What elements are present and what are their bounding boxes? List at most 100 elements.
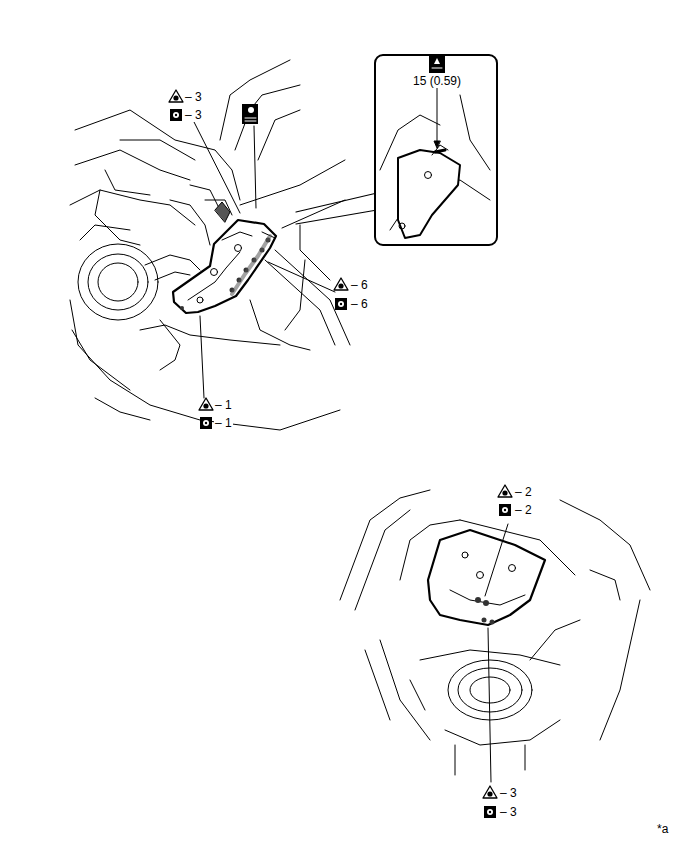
line-art [169, 90, 183, 102]
line-art [180, 306, 184, 310]
callout-number: – 3 [184, 90, 203, 104]
line-art [475, 597, 481, 603]
callout-number: – 3 [499, 786, 518, 800]
callout-number: – 2 [514, 485, 533, 499]
callout-number: – 1 [214, 398, 233, 412]
callout-number: – 3 [184, 108, 203, 122]
line-art [200, 417, 212, 429]
line-art [600, 600, 640, 740]
callout-number: – 1 [214, 416, 233, 430]
line-art [477, 572, 484, 579]
line-art [420, 650, 560, 665]
line-art [75, 110, 240, 200]
line-art [250, 300, 310, 350]
figure-tag: *a [656, 822, 669, 836]
line-art [75, 150, 190, 180]
leader-lines [192, 118, 335, 398]
line-art [437, 88, 438, 142]
line-art [340, 490, 430, 600]
line-art [483, 600, 489, 606]
weld-symbols [169, 90, 512, 818]
line-art [509, 565, 516, 572]
line-art [235, 245, 242, 252]
line-art [95, 190, 140, 245]
line-art [275, 250, 350, 345]
line-art [88, 254, 148, 310]
line-art [434, 58, 440, 64]
line-art [282, 200, 345, 228]
line-art [170, 200, 210, 245]
line-art [462, 552, 468, 558]
line-art [490, 620, 495, 625]
line-art [200, 316, 204, 398]
line-art [80, 225, 130, 240]
line-art [485, 524, 508, 596]
sealer-symbols [242, 55, 445, 124]
line-art [482, 618, 487, 623]
callout-number: – 2 [514, 503, 533, 517]
line-art [434, 141, 440, 148]
line-art [484, 806, 496, 818]
line-art [399, 223, 405, 229]
line-art [499, 504, 511, 516]
line-art [460, 95, 490, 170]
line-art [410, 680, 425, 710]
line-art [429, 55, 445, 73]
line-art [220, 60, 290, 140]
line-art [173, 220, 276, 313]
line-art [380, 640, 430, 740]
line-art [398, 150, 460, 238]
line-art [232, 236, 270, 294]
line-art [475, 597, 495, 625]
line-art [242, 104, 258, 124]
line-art [155, 272, 190, 280]
dimension-label: 15 (0.59) [412, 74, 462, 88]
line-art [222, 232, 252, 240]
line-art [145, 255, 200, 270]
line-art [445, 720, 560, 745]
line-art [70, 190, 195, 225]
callout-number: – 3 [499, 805, 518, 819]
callout-number: – 6 [350, 297, 369, 311]
line-art [488, 628, 491, 782]
line-art [248, 107, 254, 113]
lower-body-view [340, 490, 650, 782]
line-art [98, 263, 138, 301]
line-art [258, 110, 300, 160]
line-art [300, 225, 330, 280]
line-art [530, 620, 580, 660]
line-art [78, 244, 158, 320]
line-art [450, 590, 525, 605]
line-art [432, 68, 442, 69]
line-art [170, 109, 182, 121]
line-art [265, 260, 335, 345]
line-art [215, 202, 230, 222]
line-art [375, 55, 497, 245]
line-art [425, 172, 432, 179]
line-art [245, 118, 256, 121]
line-art [235, 85, 300, 150]
line-art [428, 530, 545, 625]
line-art [197, 297, 203, 303]
line-art [180, 238, 271, 311]
line-art [120, 140, 195, 160]
line-art [432, 145, 448, 155]
line-art [105, 170, 150, 195]
line-art [72, 330, 130, 390]
line-art [365, 650, 390, 720]
line-art [268, 262, 335, 292]
line-art [435, 150, 445, 152]
line-art [254, 126, 256, 208]
line-art [199, 398, 213, 410]
upper-body-view [70, 60, 350, 430]
line-art [483, 786, 497, 798]
line-art [296, 193, 377, 224]
callout-number: – 6 [350, 278, 369, 292]
line-art [470, 677, 510, 703]
line-art [334, 278, 348, 290]
line-art [95, 398, 150, 420]
line-art [190, 185, 220, 210]
line-art [355, 510, 410, 610]
